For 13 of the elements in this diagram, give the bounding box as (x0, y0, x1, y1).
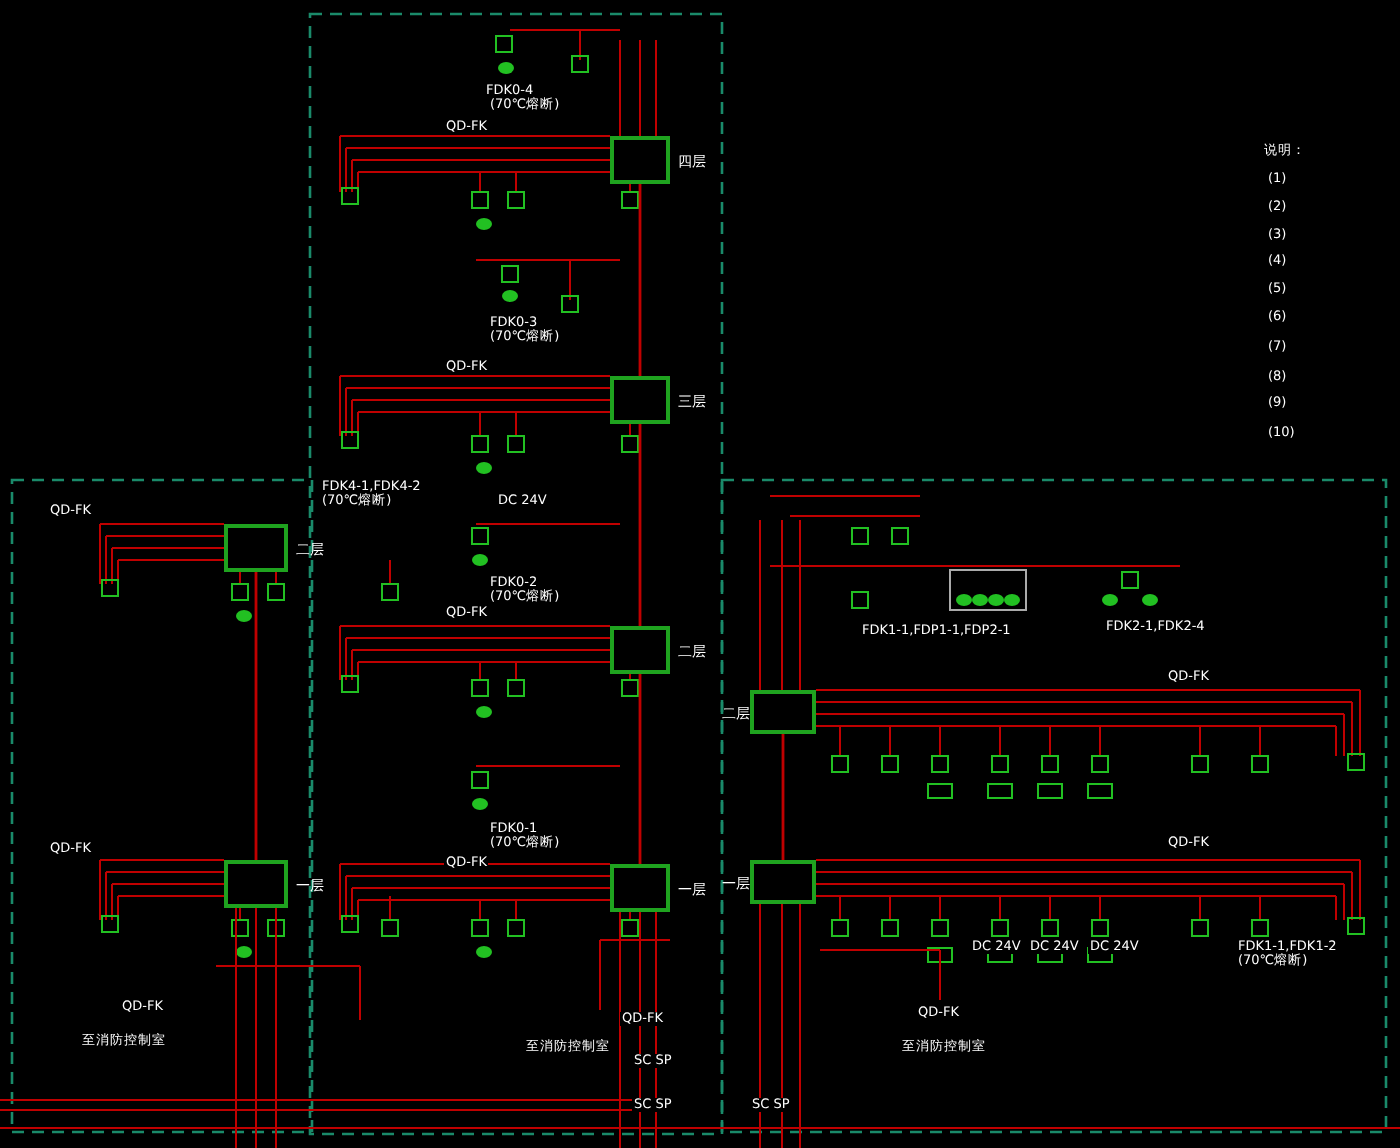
junction-box (224, 860, 288, 908)
cable-line (254, 572, 258, 860)
cable-line (638, 184, 642, 376)
junction-box (610, 376, 670, 424)
junction-box (610, 626, 670, 674)
junction-box (610, 864, 670, 912)
cable-line (638, 674, 642, 864)
junction-box (750, 690, 816, 734)
cable-line (781, 734, 785, 860)
junction-box (224, 524, 288, 572)
junction-box (750, 860, 816, 904)
cable-line (638, 424, 642, 626)
junction-box (610, 136, 670, 184)
